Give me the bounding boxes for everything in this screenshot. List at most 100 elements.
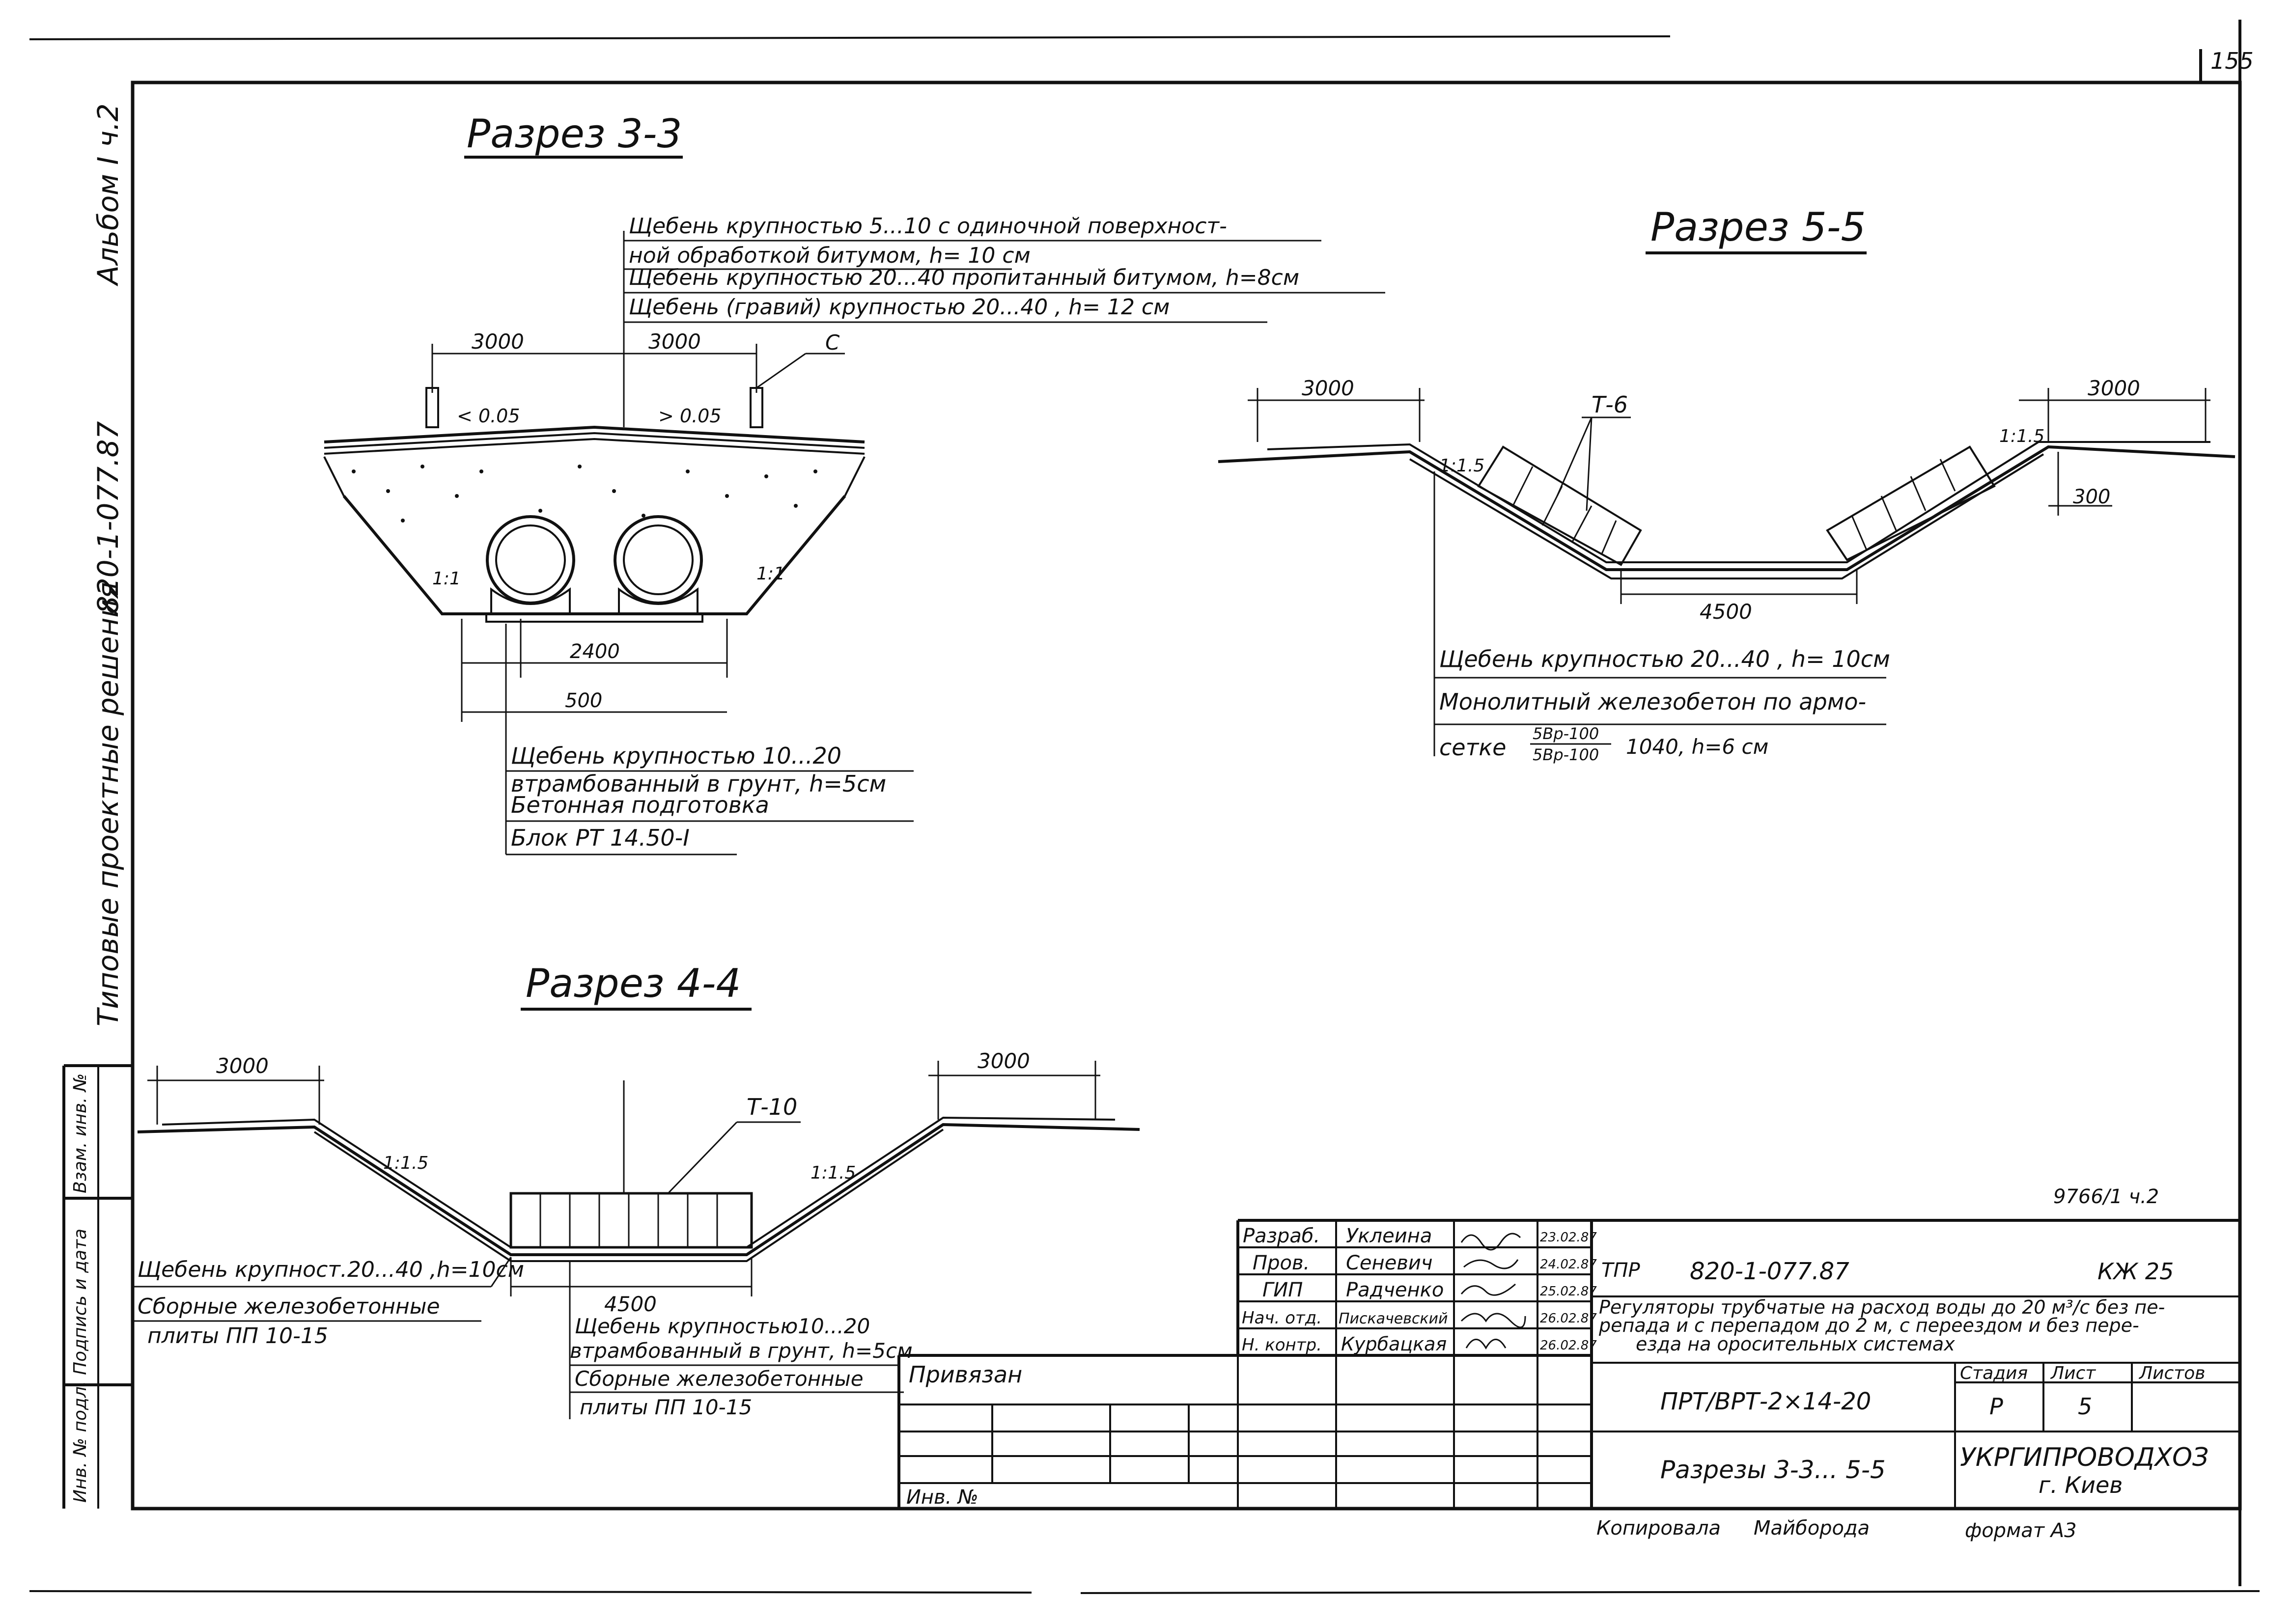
section-3-3-side-slope-left: 1:1 <box>432 569 461 589</box>
series-code-label: 820-1-077.87 <box>91 421 125 614</box>
section-3-3-bottom-note-4: Блок РТ 14.50-I <box>511 825 690 851</box>
title-city: г. Киев <box>2039 1472 2123 1498</box>
section-4-4: Разрез 4-4 3000 3000 Т-10 1:1.5 1:1.5 45… <box>133 961 1140 1419</box>
page-number: 155 <box>2210 48 2254 74</box>
typical-solutions-label: Типовые проектные решения <box>91 582 125 1026</box>
corner-mark: 9766/1 ч.2 <box>2053 1185 2159 1208</box>
section-5-5-dim-left: 3000 <box>1302 376 1354 400</box>
section-5-5: Разрез 5-5 3000 3000 300 <box>1218 204 2236 764</box>
role-4: Нач. отд. <box>1242 1308 1322 1328</box>
title-description-1: Регуляторы трубчатые на расход воды до 2… <box>1599 1296 2165 1318</box>
section-4-4-left-note-2: Сборные железобетонные <box>138 1294 440 1319</box>
section-4-4-dim-right: 3000 <box>978 1049 1030 1073</box>
date-2: 24.02.87 <box>1540 1257 1597 1272</box>
title-sheets-label: Листов <box>2138 1363 2205 1383</box>
title-description-3: езда на оросительных системах <box>1636 1333 1955 1355</box>
title-inv-no: Инв. № <box>906 1486 978 1509</box>
date-1: 23.02.87 <box>1540 1230 1597 1245</box>
stamp-inv-original: Инв. № подл. <box>70 1381 90 1503</box>
signature-1 <box>1460 1233 1521 1251</box>
name-1: Уклеина <box>1346 1225 1432 1247</box>
section-3-3-bottom-note-1: Щебень крупностью 10...20 <box>511 743 841 769</box>
section-5-5-dim-right: 3000 <box>2088 376 2140 400</box>
drawing-frame <box>131 81 2242 1511</box>
section-3-3-note-4: Щебень (гравий) крупностью 20...40 , h= … <box>629 295 1170 320</box>
title-privyazan: Привязан <box>909 1361 1022 1388</box>
date-4: 26.02.87 <box>1540 1311 1597 1326</box>
section-5-5-revetment-right <box>1826 445 1996 561</box>
section-5-5-slope-left: 1:1.5 <box>1439 456 1484 476</box>
section-4-4-slope-right: 1:1.5 <box>811 1163 856 1183</box>
signature-3 <box>1460 1283 1516 1296</box>
section-3-3-bottom-note-2: втрамбованный в грунт, h=5см <box>511 771 886 797</box>
title-stage: Р <box>1989 1393 2003 1420</box>
section-4-4-bottom-note-3: Сборные железобетонные <box>575 1367 864 1391</box>
section-3-3-dim-right: 3000 <box>648 330 701 354</box>
title-stage-label: Стадия <box>1960 1363 2028 1383</box>
signature-5 <box>1465 1339 1507 1350</box>
section-3-3-slope-left: < 0.05 <box>457 405 520 427</box>
section-4-4-left-note-3: плиты ПП 10-15 <box>147 1323 328 1349</box>
stamp-replace-inv: Взам. инв. № <box>70 1073 90 1193</box>
section-5-5-revetment-left <box>1477 445 1642 566</box>
section-3-3-dim-500: 500 <box>565 689 602 712</box>
role-2: Пров. <box>1253 1252 1310 1274</box>
section-4-4-bottom-note-2: втрамбованный в грунт, h=5см <box>570 1339 913 1363</box>
left-stamp: Взам. инв. № Подпись и дата Инв. № подл. <box>62 1064 133 1509</box>
section-3-3-dim-left: 3000 <box>472 330 524 354</box>
section-3-3-slope-right: > 0.05 <box>658 405 722 427</box>
section-4-4-block-t10 <box>509 1192 753 1249</box>
section-3-3: Разрез 3-3 Щебень крупностью 5...10 с од… <box>323 111 1385 855</box>
title-doc-code: 820-1-077.87 <box>1690 1258 1849 1285</box>
section-4-4-slope-left: 1:1.5 <box>383 1153 428 1173</box>
section-5-5-dim-300: 300 <box>2073 486 2110 508</box>
section-5-5-fraction-bottom: 5Вр-100 <box>1533 745 1599 764</box>
role-1: Разраб. <box>1243 1225 1320 1247</box>
date-3: 25.02.87 <box>1540 1284 1597 1299</box>
role-5: Н. контр. <box>1242 1335 1322 1355</box>
stamp-signature-date: Подпись и дата <box>70 1229 90 1375</box>
name-5: Курбацкая <box>1341 1333 1447 1355</box>
section-5-5-note-3: сетке <box>1439 734 1506 761</box>
title-sheet-label: Лист <box>2050 1363 2096 1383</box>
section-3-3-note-1: Щебень крупностью 5...10 с одиночной пов… <box>629 214 1227 239</box>
section-3-3-note-3: Щебень крупностью 20...40 пропитанный би… <box>629 265 1299 290</box>
section-5-5-note-4: 1040, h=6 см <box>1626 735 1768 759</box>
section-3-3-bottom-note-3: Бетонная подготовка <box>511 792 769 818</box>
footer-format: формат А3 <box>1965 1519 2077 1542</box>
section-5-5-label-t6: Т-6 <box>1592 391 1628 418</box>
section-4-4-dim-left: 3000 <box>216 1054 269 1078</box>
title-tpr: ТПР <box>1601 1259 1641 1282</box>
title-product: ПРТ/ВРТ-2×14-20 <box>1660 1388 1871 1415</box>
section-5-5-slope-right: 1:1.5 <box>1999 426 2044 446</box>
role-3: ГИП <box>1262 1279 1303 1301</box>
section-4-4-dim-bottom: 4500 <box>604 1292 657 1316</box>
section-4-4-bottom-note-4: плиты ПП 10-15 <box>580 1395 752 1419</box>
name-3: Радченко <box>1346 1279 1444 1301</box>
title-drawing: Разрезы 3-3... 5-5 <box>1660 1456 1886 1484</box>
section-5-5-note-1: Щебень крупностью 20...40 , h= 10см <box>1439 646 1890 672</box>
section-3-3-dim-2400: 2400 <box>570 640 620 663</box>
section-3-3-note-2: ной обработкой битумом, h= 10 см <box>629 243 1031 268</box>
footer-copied-label: Копировала <box>1596 1517 1721 1540</box>
section-5-5-fraction-top: 5Вр-100 <box>1533 724 1599 743</box>
section-5-5-dim-bottom: 4500 <box>1700 600 1752 624</box>
section-4-4-left-note-1: Щебень крупност.20...40 ,h=10см <box>138 1257 524 1282</box>
footer-copied-name: Майборода <box>1754 1517 1870 1540</box>
name-2: Сеневич <box>1346 1252 1433 1274</box>
title-sheet: 5 <box>2078 1393 2092 1420</box>
section-4-4-title: Разрез 4-4 <box>526 961 741 1006</box>
section-5-5-title: Разрез 5-5 <box>1650 204 1866 250</box>
section-3-3-title: Разрез 3-3 <box>467 111 682 157</box>
section-3-3-label-c: С <box>825 330 840 355</box>
signature-2 <box>1463 1259 1519 1269</box>
album-label: Альбом I ч.2 <box>91 103 125 287</box>
section-3-3-side-slope-right: 1:1 <box>756 564 785 584</box>
date-5: 26.02.87 <box>1540 1338 1597 1353</box>
title-description-2: репада и с перепадом до 2 м, с переездом… <box>1598 1315 2139 1336</box>
section-4-4-label-t10: Т-10 <box>747 1094 797 1120</box>
section-4-4-bottom-note-1: Щебень крупностью10...20 <box>575 1314 870 1338</box>
title-sheet-code: КЖ 25 <box>2097 1258 2174 1285</box>
name-4: Пискачевский <box>1339 1310 1448 1327</box>
